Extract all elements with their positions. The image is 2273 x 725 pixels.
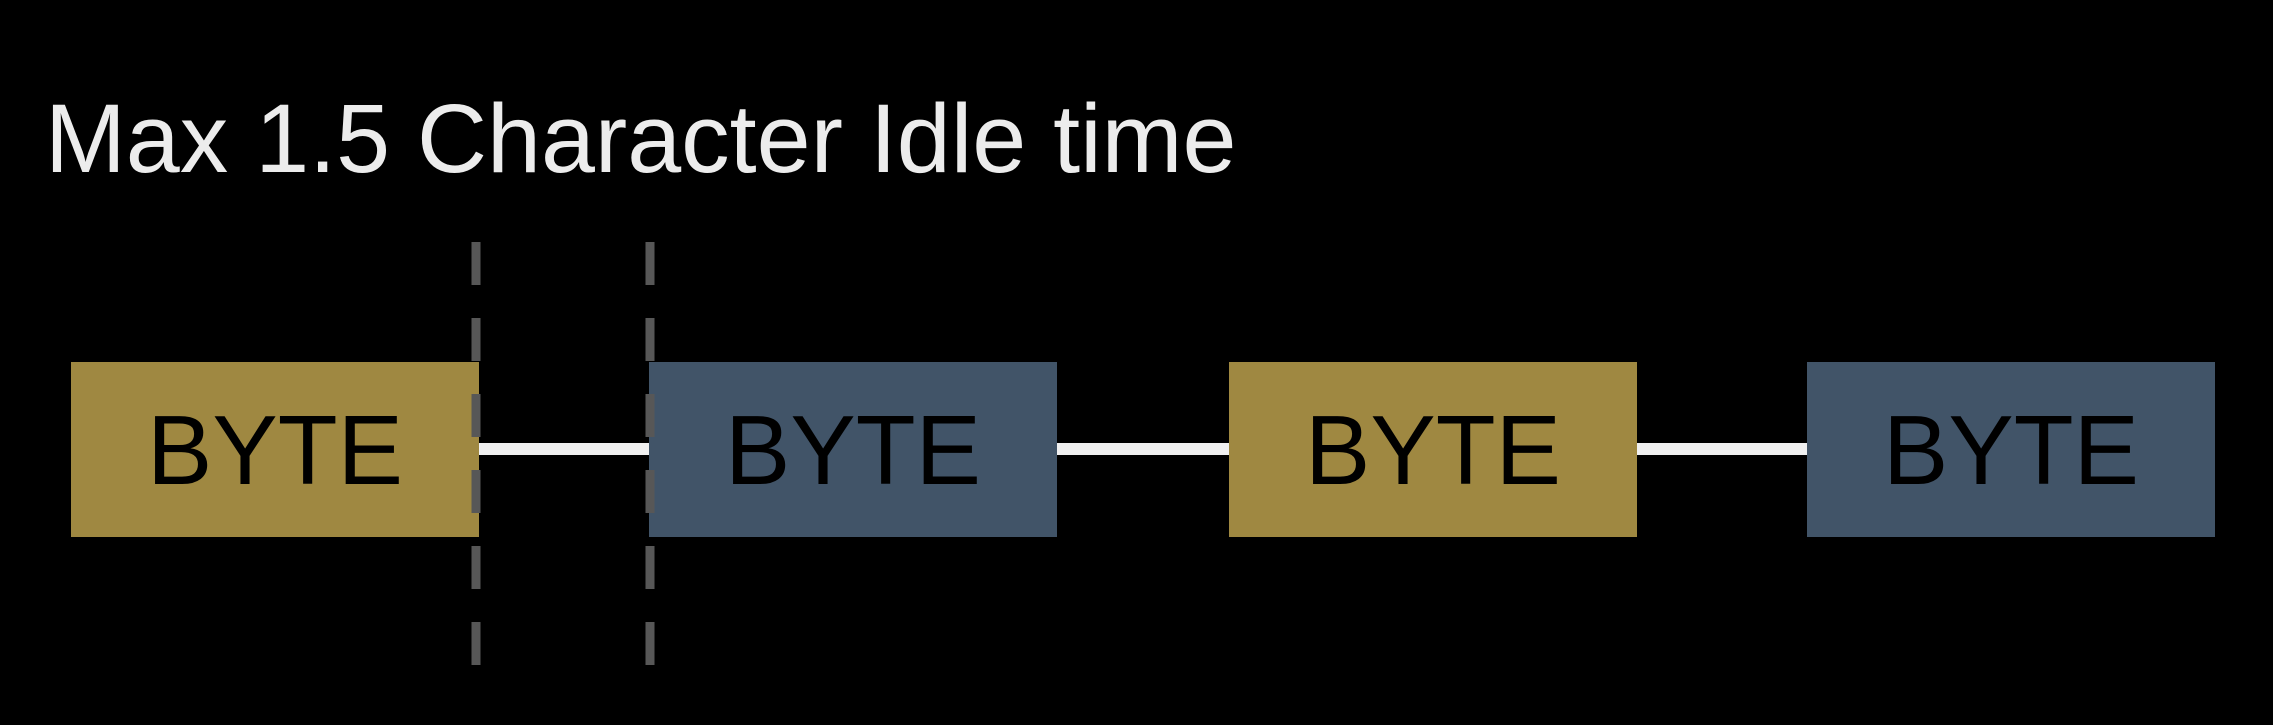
connector-line-3 bbox=[1637, 443, 1807, 455]
byte-box-1: BYTE bbox=[71, 362, 479, 537]
byte-box-2: BYTE bbox=[649, 362, 1057, 537]
byte-label: BYTE bbox=[1883, 394, 2139, 505]
diagram-title: Max 1.5 Character Idle time bbox=[45, 84, 1237, 193]
byte-label: BYTE bbox=[725, 394, 981, 505]
byte-box-4: BYTE bbox=[1807, 362, 2215, 537]
connector-line-2 bbox=[1057, 443, 1229, 455]
byte-label: BYTE bbox=[1305, 394, 1561, 505]
connector-line-1 bbox=[477, 443, 649, 455]
byte-label: BYTE bbox=[147, 394, 403, 505]
byte-box-3: BYTE bbox=[1229, 362, 1637, 537]
